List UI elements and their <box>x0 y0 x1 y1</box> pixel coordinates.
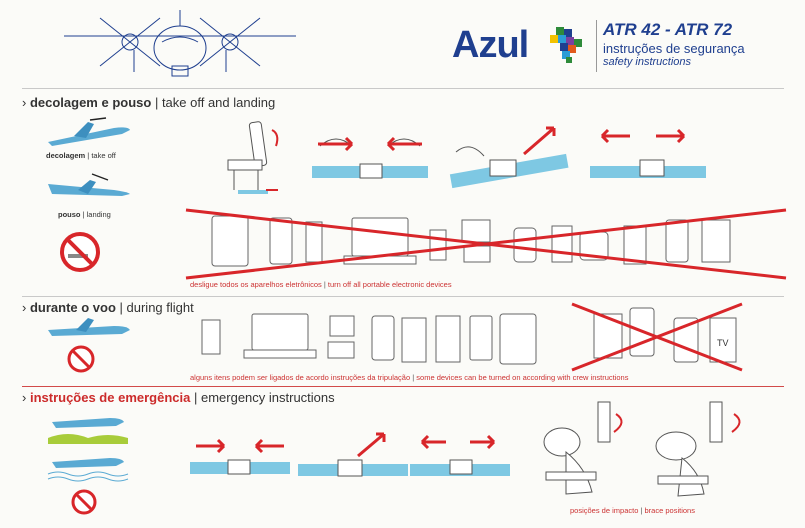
aircraft-models: ATR 42 - ATR 72 <box>603 20 733 39</box>
landing-plane-icon <box>48 173 130 196</box>
tv-label: TV <box>717 338 729 348</box>
takeoff-label: decolagem | take off <box>46 151 116 160</box>
section-rule <box>22 88 784 89</box>
water-landing-plane-icon <box>47 458 129 482</box>
no-smoking-icon <box>67 345 95 373</box>
flight-caption: alguns itens podem ser ligados de acordo… <box>190 373 629 382</box>
section-rule <box>22 386 784 387</box>
ground-landing-plane-icon <box>48 418 128 444</box>
subtitle-en: safety instructions <box>603 56 692 68</box>
cruise-plane-icon <box>48 318 130 336</box>
brand-name: Azul <box>452 24 529 66</box>
electronic-devices-prohibited <box>185 208 787 280</box>
section-title-pt: decolagem e pouso <box>29 95 152 110</box>
azul-brazil-map-logo <box>550 27 582 63</box>
emergency-belt-tighten-illustration <box>298 432 408 477</box>
takeoff-plane-icon <box>48 117 130 146</box>
prohibited-in-flight-devices: TV <box>571 302 743 372</box>
seatbelt-tighten-illustration <box>449 126 569 189</box>
section-rule <box>22 296 784 297</box>
subtitle-pt: instruções de segurança <box>603 41 745 56</box>
no-smoking-icon <box>71 489 97 515</box>
allowed-devices-illustration <box>201 313 537 365</box>
airplane-front-illustration <box>64 10 296 77</box>
seat-upright-illustration <box>227 121 279 194</box>
emergency-belt-release-illustration <box>410 434 510 476</box>
header-divider <box>596 20 597 72</box>
section-title-emergency: › instruções de emergência | emergency i… <box>22 390 335 405</box>
section-title-during-flight: › durante o voo | during flight <box>22 300 194 315</box>
emergency-belt-fasten-illustration <box>190 438 290 475</box>
landing-label: pouso | landing <box>58 210 111 219</box>
section-title-en: take off and landing <box>161 95 276 110</box>
no-smoking-icon <box>60 232 100 272</box>
seatbelt-release-illustration <box>590 128 706 178</box>
devices-caption: desligue todos os aparelhos eletrônicos … <box>190 280 452 289</box>
brace-caption: posições de impacto | brace positions <box>570 506 695 515</box>
section-title-takeoff: › decolagem e pouso | take off and landi… <box>22 95 276 110</box>
seatbelt-fasten-illustration <box>312 136 428 179</box>
brace-position-illustration <box>543 401 623 495</box>
brace-position-illustration <box>655 401 741 497</box>
